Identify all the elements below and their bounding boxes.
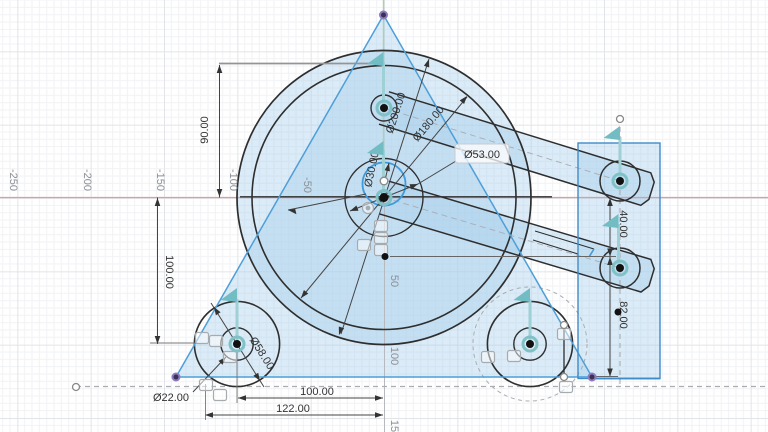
dim-d53-value-box[interactable] [454, 143, 510, 164]
dim-100-bottom-text[interactable]: 100.00 [300, 386, 334, 398]
constraint-icon[interactable] [373, 219, 389, 233]
open-point[interactable] [379, 176, 389, 186]
center-ring[interactable] [375, 99, 393, 117]
flag-pennants [220, 52, 621, 302]
dim-100-left-text[interactable]: 100.00 [163, 255, 175, 289]
dim-90-text[interactable]: 90.00 [199, 116, 211, 144]
constraint-icon[interactable] [506, 349, 522, 363]
constraint-icon[interactable] [556, 327, 572, 341]
dimension-lines [150, 58, 618, 420]
center-point[interactable] [616, 177, 624, 185]
open-point[interactable] [559, 320, 569, 330]
axis-labels: -250 -200 -150 -100 -50 50 100 150 [7, 169, 400, 432]
dim-d53-text[interactable]: Ø53.00 [464, 149, 500, 161]
sketch-point[interactable] [614, 308, 622, 316]
center-ring[interactable] [521, 335, 539, 353]
sketch-points [71, 10, 629, 392]
slot-highlight-tick[interactable] [588, 248, 595, 258]
flag-icon[interactable] [603, 126, 621, 140]
center-point[interactable] [526, 340, 534, 348]
open-point[interactable] [559, 372, 569, 382]
dim-aux-leader[interactable] [287, 193, 367, 211]
y-axis-label: 100 [388, 347, 400, 365]
flag-icon[interactable] [602, 214, 619, 228]
constraint-icon[interactable] [356, 238, 372, 252]
x-axis-label: -250 [7, 169, 19, 191]
center-point[interactable] [380, 104, 388, 112]
vertex-point-top[interactable] [379, 10, 388, 20]
constraint-icon[interactable] [558, 380, 574, 394]
dim-d22-text[interactable]: Ø22.00 [153, 392, 189, 404]
constraint-flags [220, 52, 622, 342]
constraint-icons [194, 201, 574, 402]
constraint-icon[interactable] [373, 231, 389, 245]
upper-arm-outline[interactable] [378, 91, 655, 207]
constraint-icon[interactable] [198, 378, 214, 392]
open-point[interactable] [71, 382, 81, 392]
concentric-constraint-icon[interactable] [365, 205, 371, 211]
center-rings [228, 99, 629, 353]
x-axis-label: -150 [154, 169, 166, 191]
lower-arm-fill [379, 181, 655, 292]
center-ring[interactable] [228, 335, 246, 353]
fixed-points [171, 10, 597, 382]
center-point[interactable] [616, 264, 624, 272]
constraint-icon[interactable] [480, 350, 496, 364]
flag-icon[interactable] [367, 52, 384, 66]
x-axis-label: -100 [227, 169, 239, 191]
center-ring[interactable] [611, 259, 629, 277]
dim-d53-leader[interactable] [417, 160, 457, 185]
constraint-icon[interactable] [373, 243, 389, 257]
construction-circle-right-hub[interactable] [472, 286, 588, 402]
center-point[interactable] [379, 193, 389, 202]
vertex-point-left[interactable] [171, 372, 181, 382]
constraint-icon[interactable] [212, 388, 228, 402]
dim-d22-leader[interactable] [192, 356, 227, 393]
constraint-icon[interactable] [208, 334, 224, 348]
sketch-point[interactable] [381, 253, 389, 260]
center-ring[interactable] [611, 172, 629, 190]
vertex-point-right[interactable] [587, 372, 597, 382]
open-point[interactable] [615, 114, 625, 124]
slot-edge-bottom[interactable] [532, 239, 579, 255]
y-axis-label: 150 [388, 420, 400, 432]
y-axis-label: 50 [388, 275, 400, 287]
open-points [71, 114, 625, 392]
x-axis-label: -50 [301, 177, 313, 193]
lower-arm-outline[interactable] [378, 180, 655, 293]
flag-icon[interactable] [220, 288, 238, 302]
x-axis-label: -200 [81, 169, 93, 191]
triangle-outline[interactable] [174, 13, 594, 378]
dim-82-text[interactable]: 82.00 [617, 301, 629, 329]
constraint-icon[interactable] [194, 331, 210, 345]
slot-edge-top[interactable] [534, 230, 595, 250]
center-ring[interactable] [375, 189, 393, 206]
flag-icon[interactable] [513, 288, 531, 302]
dim-122-text[interactable]: 122.00 [276, 403, 310, 415]
center-point[interactable] [233, 340, 241, 348]
center-dots [233, 104, 624, 348]
constraint-icon[interactable] [222, 350, 238, 364]
flag-poles [235, 62, 622, 342]
flag-icon[interactable] [367, 141, 384, 155]
